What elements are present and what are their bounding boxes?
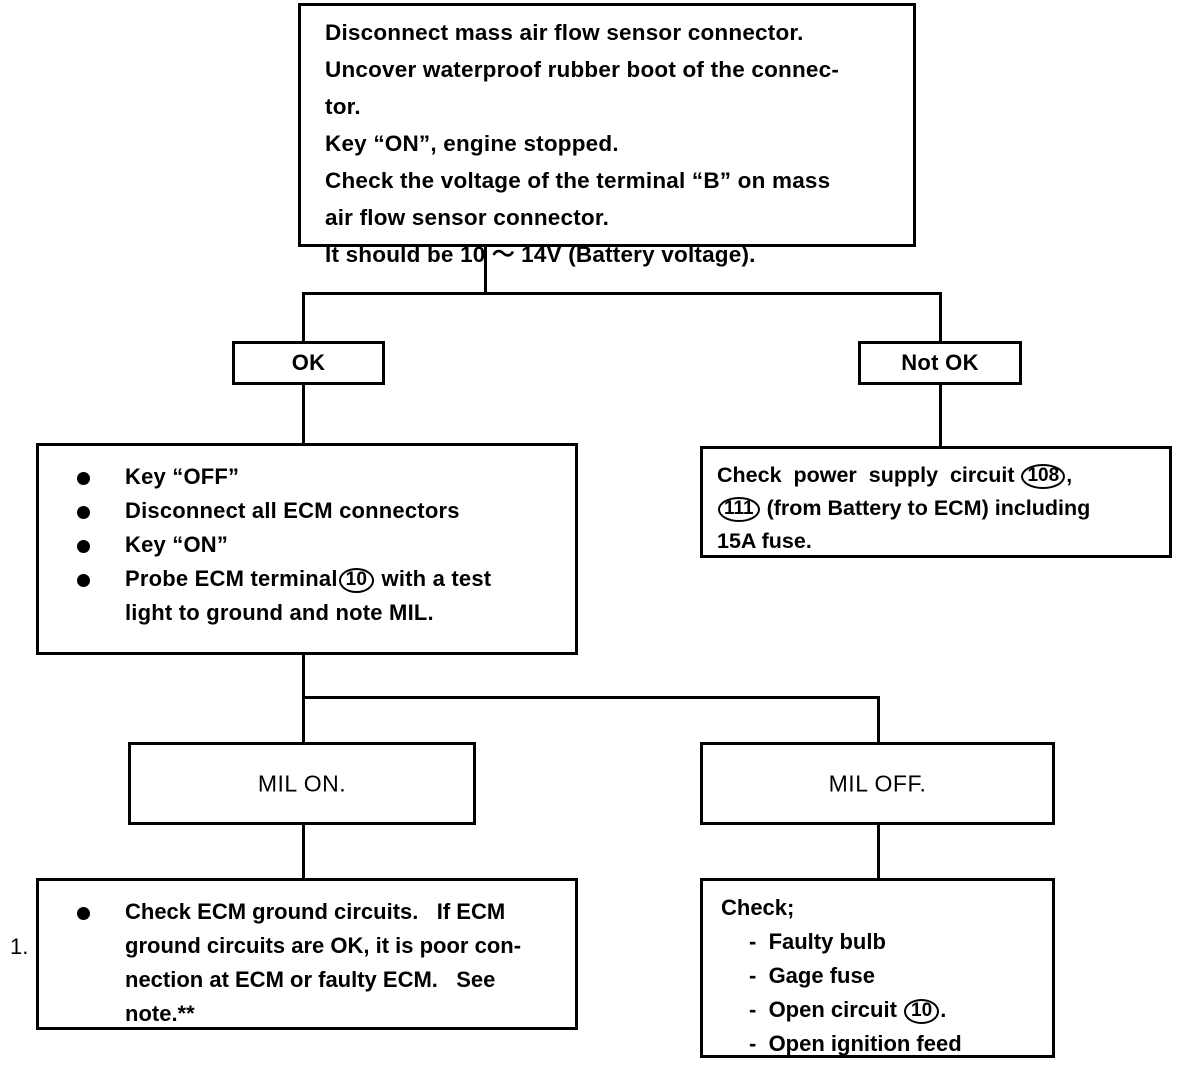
instruction-line-3: tor. <box>325 94 361 119</box>
decision-ok-box: OK <box>232 341 385 385</box>
mil-on-result-line-3: nection at ECM or faulty ECM. See <box>125 967 496 992</box>
power-check-line-2-text: (from Battery to ECM) including <box>760 496 1091 520</box>
list-item: - Open ignition feed <box>721 1027 1046 1061</box>
connector-bullets-down <box>302 655 305 745</box>
mil-off-item-text: Gage fuse <box>768 963 875 988</box>
bullet-dot-icon <box>77 506 90 519</box>
mil-off-item-text-before: Open circuit <box>768 997 897 1022</box>
circled-circuit-code-111: 111 <box>718 497 760 522</box>
instruction-line-2: Uncover waterproof rubber boot of the co… <box>325 57 840 82</box>
bullet-dot-icon <box>77 907 90 920</box>
decision-not-ok-box: Not OK <box>858 341 1022 385</box>
mil-off-item-text-after: . <box>940 997 947 1022</box>
circled-terminal-code: 10 <box>338 568 375 593</box>
list-item: Disconnect all ECM connectors <box>59 494 565 528</box>
step-number: 1. <box>10 934 29 959</box>
connector-top-down <box>484 247 487 295</box>
mil-on-result-line-2: ground circuits are OK, it is poor con- <box>125 933 522 958</box>
instruction-line-6: air flow sensor connector. <box>325 205 610 230</box>
instruction-box: Disconnect mass air flow sensor connecto… <box>298 3 916 267</box>
bullet-dot-icon <box>77 574 90 587</box>
decision-not-ok-label: Not OK <box>901 350 979 375</box>
instruction-line-4: Key “ON”, engine stopped. <box>325 131 619 156</box>
dash-marker: - <box>749 929 757 954</box>
mil-off-result-box: Check; - Faulty bulb - Gage fuse - Open … <box>700 878 1055 1058</box>
power-check-line-1-text: Check power supply circuit <box>717 463 1015 487</box>
instruction-line-5: Check the voltage of the terminal “B” on… <box>325 168 831 193</box>
list-item: Key “OFF” <box>59 460 565 494</box>
bullet-text: Disconnect all ECM connectors <box>125 498 460 523</box>
circled-circuit-code-10: 10 <box>904 999 940 1024</box>
list-item: Key “ON” <box>59 528 565 562</box>
bullet-dot-icon <box>77 472 90 485</box>
connector-not-ok-to-power <box>939 385 942 448</box>
connector-mil-on-to-result <box>302 825 305 881</box>
list-item: - Gage fuse <box>721 959 1046 993</box>
mil-off-result-header: Check; <box>721 895 795 920</box>
power-check-line-1: Check power supply circuit 108, <box>717 459 1163 492</box>
bullet-text: Key “ON” <box>125 532 229 557</box>
connector-to-mil-off <box>877 696 880 745</box>
connector-to-ok <box>302 292 305 343</box>
bullet-text-after: with a test <box>381 566 492 591</box>
bullet-text-line2: light to ground and note MIL. <box>125 600 434 625</box>
mil-on-result-box: Check ECM ground circuits. If ECM ground… <box>36 878 578 1030</box>
connector-branch-two-bar <box>302 696 880 699</box>
bullet-text: Key “OFF” <box>125 464 240 489</box>
power-check-line-2: 111 (from Battery to ECM) including <box>717 492 1163 525</box>
ok-path-action-box: Key “OFF” Disconnect all ECM connectors … <box>36 443 578 655</box>
dash-marker: - <box>749 963 757 988</box>
instruction-line-7: It should be 10 ～ 14V (Battery voltage). <box>325 242 756 267</box>
dash-marker: - <box>749 1031 757 1056</box>
list-item: - Open circuit 10. <box>721 993 1046 1027</box>
mil-off-item-text: Open ignition feed <box>768 1031 962 1056</box>
mil-off-box: MIL OFF. <box>700 742 1055 825</box>
mil-on-box: MIL ON. <box>128 742 476 825</box>
mil-on-result-line-4: note.** <box>125 1001 195 1026</box>
list-item: - Faulty bulb <box>721 925 1046 959</box>
bullet-dot-icon <box>77 540 90 553</box>
connector-branch-one-bar <box>302 292 942 295</box>
mil-off-label: MIL OFF. <box>828 770 927 796</box>
dash-marker: - <box>749 997 757 1022</box>
bullet-text-before: Probe ECM terminal <box>125 566 338 591</box>
connector-to-not-ok <box>939 292 942 343</box>
ok-path-bullet-list: Key “OFF” Disconnect all ECM connectors … <box>59 460 565 630</box>
connector-mil-off-to-result <box>877 825 880 881</box>
circled-circuit-code-108: 108 <box>1021 464 1066 489</box>
power-check-line-1-suffix: , <box>1066 463 1073 487</box>
power-check-line-3: 15A fuse. <box>717 529 812 553</box>
decision-ok-label: OK <box>291 350 326 375</box>
not-ok-path-action-box: Check power supply circuit 108, 111 (fro… <box>700 446 1172 558</box>
connector-ok-to-bullets <box>302 385 305 445</box>
mil-off-result-text: Check; - Faulty bulb - Gage fuse - Open … <box>721 891 1046 1061</box>
mil-on-label: MIL ON. <box>257 770 347 796</box>
mil-on-result-line-1: Check ECM ground circuits. If ECM <box>125 899 506 924</box>
power-check-text: Check power supply circuit 108, 111 (fro… <box>717 459 1163 558</box>
instruction-text: Disconnect mass air flow sensor connecto… <box>325 14 905 273</box>
instruction-line-1: Disconnect mass air flow sensor connecto… <box>325 20 804 45</box>
mil-on-result-text: Check ECM ground circuits. If ECM ground… <box>59 895 565 1031</box>
mil-off-item-text: Faulty bulb <box>768 929 886 954</box>
